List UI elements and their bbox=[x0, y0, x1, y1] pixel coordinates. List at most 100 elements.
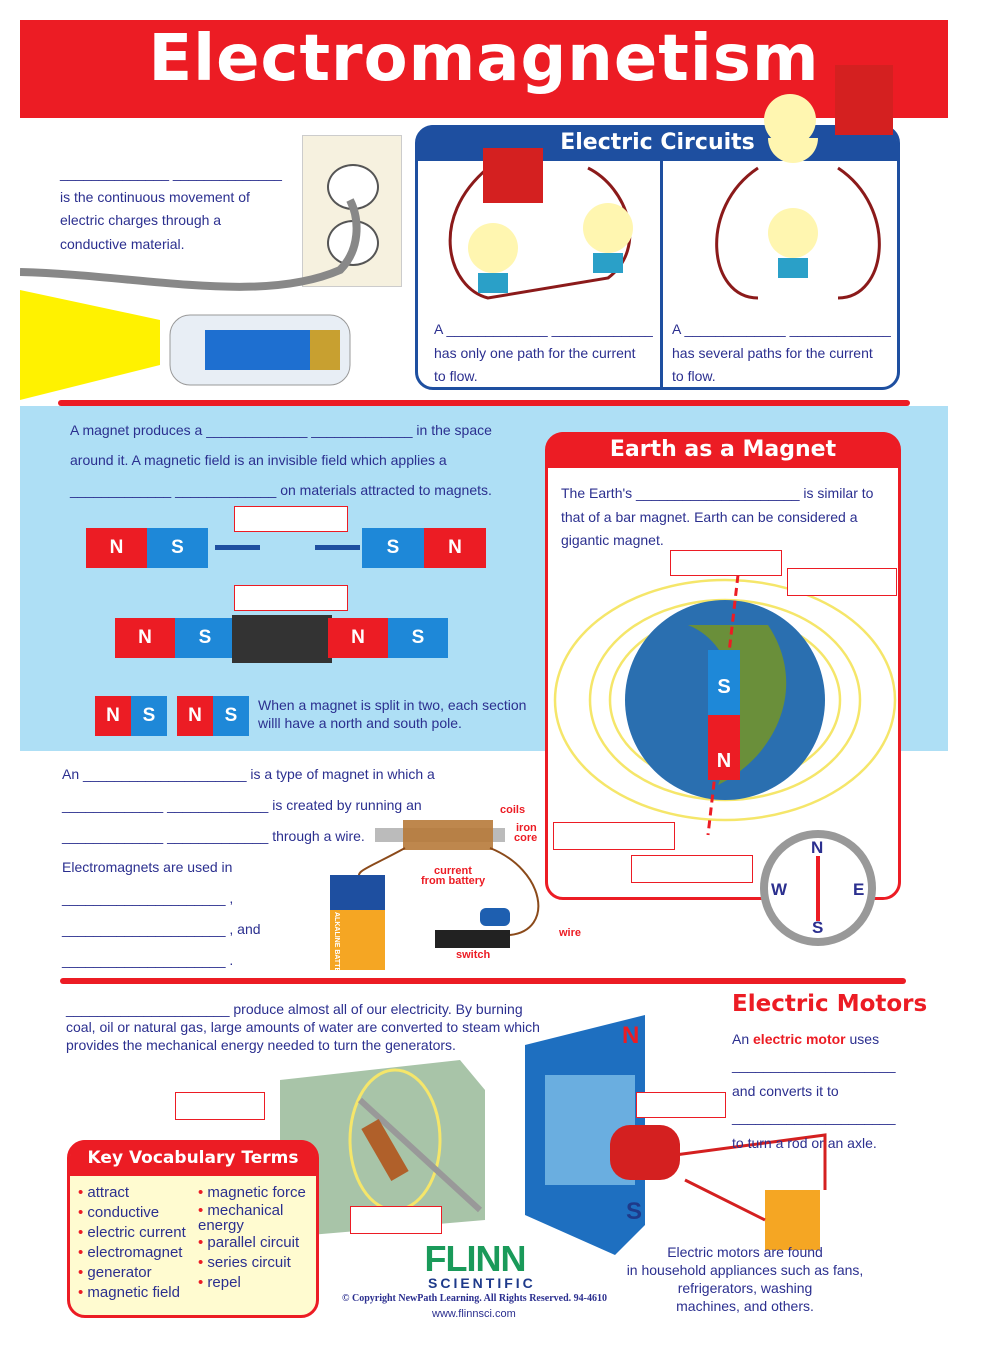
north-pole: N bbox=[115, 618, 175, 658]
label-blank[interactable] bbox=[234, 506, 348, 532]
text-line: Electric motors are found bbox=[667, 1244, 823, 1260]
text-line: A magnet produces a _____________ ______… bbox=[70, 422, 492, 438]
earth-magnet-panel: Earth as a Magnet The Earth's __________… bbox=[545, 432, 901, 900]
text-line: conductive material. bbox=[60, 235, 185, 252]
text: uses bbox=[845, 1031, 880, 1047]
text-line: has only one path for the current bbox=[434, 344, 636, 361]
text-line: gigantic magnet. bbox=[561, 532, 664, 548]
north-pole: N bbox=[424, 528, 486, 568]
vocab-term: magnetic force bbox=[198, 1183, 318, 1203]
generators-text: _____________________ produce almost all… bbox=[66, 1000, 540, 1054]
page-title: Electromagnetism bbox=[148, 22, 820, 96]
label-blank[interactable] bbox=[553, 822, 675, 850]
iron-label: iron bbox=[516, 822, 537, 834]
north-pole: N bbox=[95, 696, 131, 736]
vocab-term: repel bbox=[198, 1273, 318, 1293]
circuit-illustrations bbox=[448, 138, 881, 300]
compass-needle bbox=[816, 856, 820, 921]
text-line: refrigerators, washing bbox=[677, 1280, 813, 1296]
text-line: around it. A magnetic field is an invisi… bbox=[70, 452, 447, 468]
south-pole: S bbox=[213, 696, 249, 736]
text-line: Electromagnets are used in bbox=[62, 859, 233, 875]
vocab-term: mechanical energy bbox=[198, 1203, 318, 1233]
earth-field-illustration: S N bbox=[553, 574, 897, 836]
motors-heading: Electric Motors bbox=[732, 991, 928, 1017]
split-magnet-text: When a magnet is split in two, each sect… bbox=[258, 696, 526, 732]
electromagnet-text: An _____________________ is a type of ma… bbox=[62, 759, 435, 976]
current-definition: ______________ ______________ is the con… bbox=[60, 162, 282, 256]
label-blank[interactable] bbox=[631, 855, 753, 883]
text-line: to turn a rod or an axle. bbox=[732, 1135, 877, 1151]
coils-label: coils bbox=[500, 804, 526, 816]
repel-arrow bbox=[215, 545, 260, 550]
north-pole: N bbox=[177, 696, 213, 736]
parallel-circuit-text: A _____________ _____________has several… bbox=[672, 318, 891, 389]
text-line: _____________________ , bbox=[62, 890, 234, 906]
flashlight-illustration bbox=[20, 198, 361, 400]
vocab-term: electromagnet bbox=[78, 1243, 198, 1263]
motor-s: S bbox=[626, 1198, 643, 1225]
electromagnet-illustration bbox=[330, 820, 540, 970]
text-line: _____________________ bbox=[732, 1109, 896, 1125]
switch-label: switch bbox=[456, 949, 491, 961]
text-line: machines, and others. bbox=[676, 1298, 814, 1314]
compass-n: N bbox=[811, 838, 824, 857]
text-line: An _____________________ is a type of ma… bbox=[62, 766, 435, 782]
vocab-term: conductive bbox=[78, 1203, 198, 1223]
wire-label: wire bbox=[559, 927, 582, 939]
vocab-term: attract bbox=[78, 1183, 198, 1203]
website-link[interactable]: www.flinnsci.com bbox=[432, 1308, 516, 1320]
text-line: The Earth's _____________________ is sim… bbox=[561, 485, 874, 501]
text-line: _____________ _____________ on materials… bbox=[70, 482, 492, 498]
south-pole: S bbox=[362, 528, 424, 568]
label-blank[interactable] bbox=[175, 1092, 265, 1120]
blank: ______________ ______________ bbox=[60, 165, 282, 181]
electric-circuits-panel: Electric Circuits A _____________ ______… bbox=[415, 125, 900, 390]
battery-icon bbox=[764, 65, 893, 146]
copyright: © Copyright NewPath Learning. All Rights… bbox=[342, 1293, 607, 1304]
text-line: that of a bar magnet. Earth can be consi… bbox=[561, 508, 858, 525]
text-line: willl have a north and south pole. bbox=[258, 715, 462, 731]
text-line: A _____________ _____________ bbox=[434, 321, 653, 337]
core-label: core bbox=[514, 832, 538, 844]
flinn-logo: FLINN bbox=[424, 1238, 527, 1279]
text-line: coal, oil or natural gas, large amounts … bbox=[66, 1019, 540, 1035]
label-blank[interactable] bbox=[670, 550, 782, 576]
label-blank[interactable] bbox=[636, 1092, 726, 1118]
motor-n: N bbox=[622, 1022, 640, 1049]
text-line: in household appliances such as fans, bbox=[626, 1262, 864, 1278]
generator-illustration bbox=[280, 1060, 485, 1235]
compass-e: E bbox=[853, 880, 865, 899]
label-blank[interactable] bbox=[787, 568, 897, 596]
vocab-term: generator bbox=[78, 1263, 198, 1283]
label-blank[interactable] bbox=[350, 1206, 442, 1234]
motors-text: An electric motor uses _________________… bbox=[732, 1026, 896, 1156]
text-line: _____________________ produce almost all… bbox=[66, 1001, 523, 1017]
north-pole: N bbox=[86, 528, 147, 568]
south-pole: S bbox=[147, 528, 208, 568]
earth-s: S bbox=[717, 676, 730, 698]
text-line: to flow. bbox=[672, 368, 716, 384]
motors-found-text: Electric motors are found in household ap… bbox=[600, 1243, 890, 1315]
battery-label: ALKALINE BATTERY bbox=[333, 912, 340, 982]
section-divider bbox=[60, 978, 906, 984]
series-circuit-text: A _____________ _____________has only on… bbox=[434, 318, 653, 389]
vocab-term: series circuit bbox=[198, 1253, 318, 1273]
keyword: electric motor bbox=[753, 1031, 846, 1047]
text-line: has several paths for the current bbox=[672, 344, 873, 361]
current-label: from battery bbox=[421, 875, 486, 887]
label-blank[interactable] bbox=[234, 585, 348, 611]
compass-s: S bbox=[812, 918, 824, 937]
north-pole: N bbox=[328, 618, 388, 658]
panel-header: Earth as a Magnet bbox=[548, 432, 898, 468]
panel-header: Key Vocabulary Terms bbox=[70, 1140, 316, 1176]
current-label: current bbox=[434, 865, 472, 877]
text-line: provides the mechanical energy needed to… bbox=[66, 1037, 456, 1053]
section-divider bbox=[58, 400, 910, 406]
magnet-text: A magnet produces a _____________ ______… bbox=[70, 415, 492, 505]
vocab-term: parallel circuit bbox=[198, 1233, 318, 1253]
electric-motor-illustration bbox=[525, 1015, 827, 1255]
